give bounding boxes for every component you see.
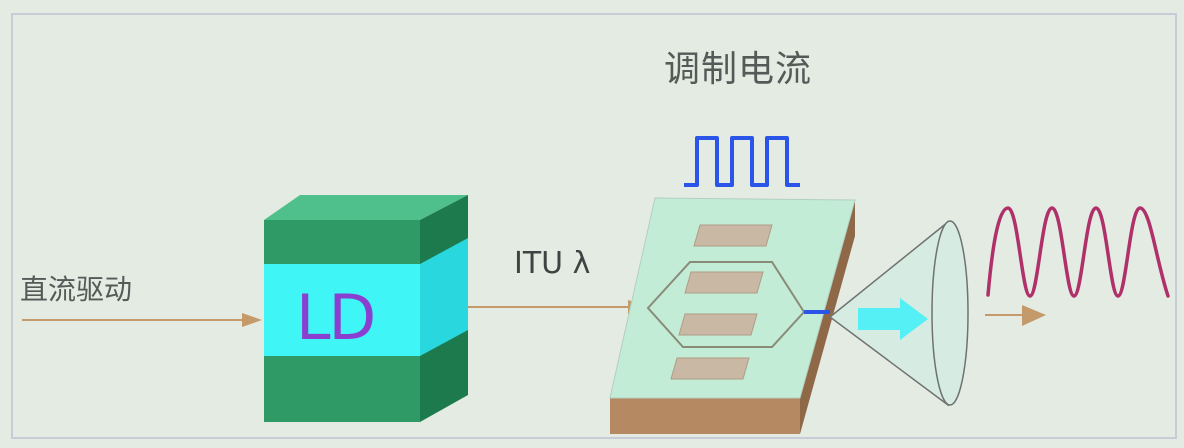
square-wave-icon — [684, 136, 800, 187]
itu-arrow — [468, 300, 648, 314]
beam-arrow-icon — [858, 298, 928, 340]
modulator-chip — [609, 197, 856, 434]
electrode — [678, 313, 758, 336]
chip-front-edge — [610, 398, 800, 434]
chip-surface — [609, 197, 856, 399]
diagram-frame — [11, 13, 1177, 439]
ld-cube — [264, 195, 468, 422]
electrode — [693, 224, 773, 247]
dc-drive-arrow — [22, 313, 262, 327]
ld-active-band-front — [264, 264, 420, 356]
electrode — [684, 271, 764, 294]
itu-lambda-label: ITU λ — [514, 246, 591, 281]
ld-active-band-side — [420, 238, 468, 356]
dc-drive-label: 直流驱动 — [20, 273, 133, 306]
modulation-current-label: 调制电流 — [664, 49, 813, 90]
output-arrow — [985, 305, 1046, 326]
sine-wave-icon — [986, 206, 1170, 298]
chip-side-edge — [800, 200, 855, 434]
ld-label: LD — [296, 281, 376, 354]
ld-cube-top — [264, 195, 468, 220]
electrode — [670, 357, 750, 380]
